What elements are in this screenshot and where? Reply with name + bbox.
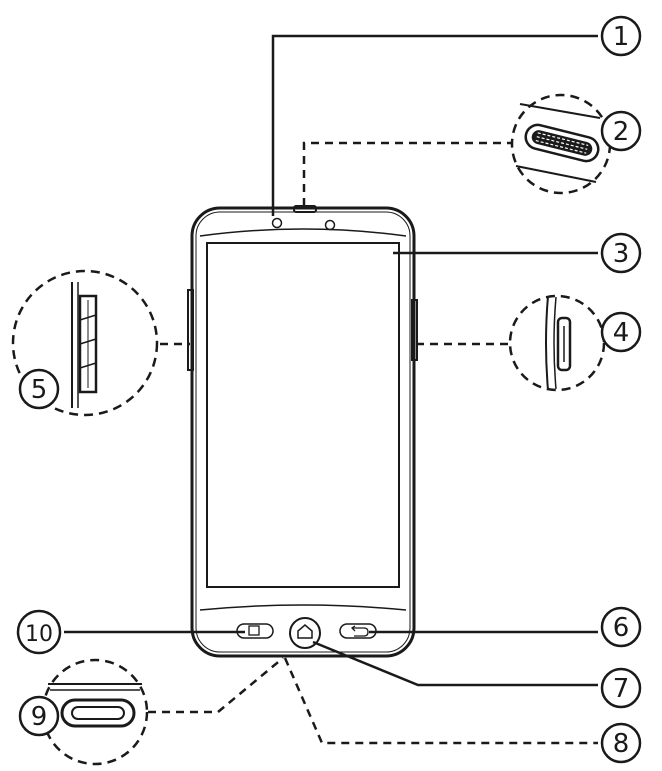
callout-10-label: 10 [25, 622, 53, 647]
callout-1-label: 1 [613, 22, 630, 52]
callout-3: 3 [600, 232, 642, 274]
screen [206, 242, 400, 588]
callout-9-label: 9 [31, 702, 48, 732]
callout-2: 2 [600, 110, 642, 152]
callout-4: 4 [600, 311, 642, 353]
callout-5-label: 5 [31, 375, 48, 405]
earpiece-detail [510, 93, 612, 195]
callout-3-label: 3 [613, 239, 630, 269]
phone-body [187, 205, 418, 658]
callout-6: 6 [600, 606, 642, 648]
callout-2-label: 2 [613, 117, 630, 147]
callout-1: 1 [600, 15, 642, 57]
callout-6-label: 6 [613, 613, 630, 643]
callout-8: 8 [600, 722, 642, 764]
callout-7-label: 7 [613, 674, 630, 704]
callout-4-label: 4 [613, 318, 630, 348]
front-camera [271, 217, 283, 229]
callout-7: 7 [600, 667, 642, 709]
callout-8-label: 8 [613, 729, 630, 759]
right-side-detail [508, 294, 606, 392]
leader-lines [64, 34, 598, 745]
bottom-port-detail [41, 658, 149, 766]
callout-5: 5 [18, 368, 60, 410]
home-key [289, 617, 321, 649]
callout-9: 9 [18, 695, 60, 737]
callout-10: 10 [16, 609, 62, 655]
light-sensor [324, 219, 336, 231]
